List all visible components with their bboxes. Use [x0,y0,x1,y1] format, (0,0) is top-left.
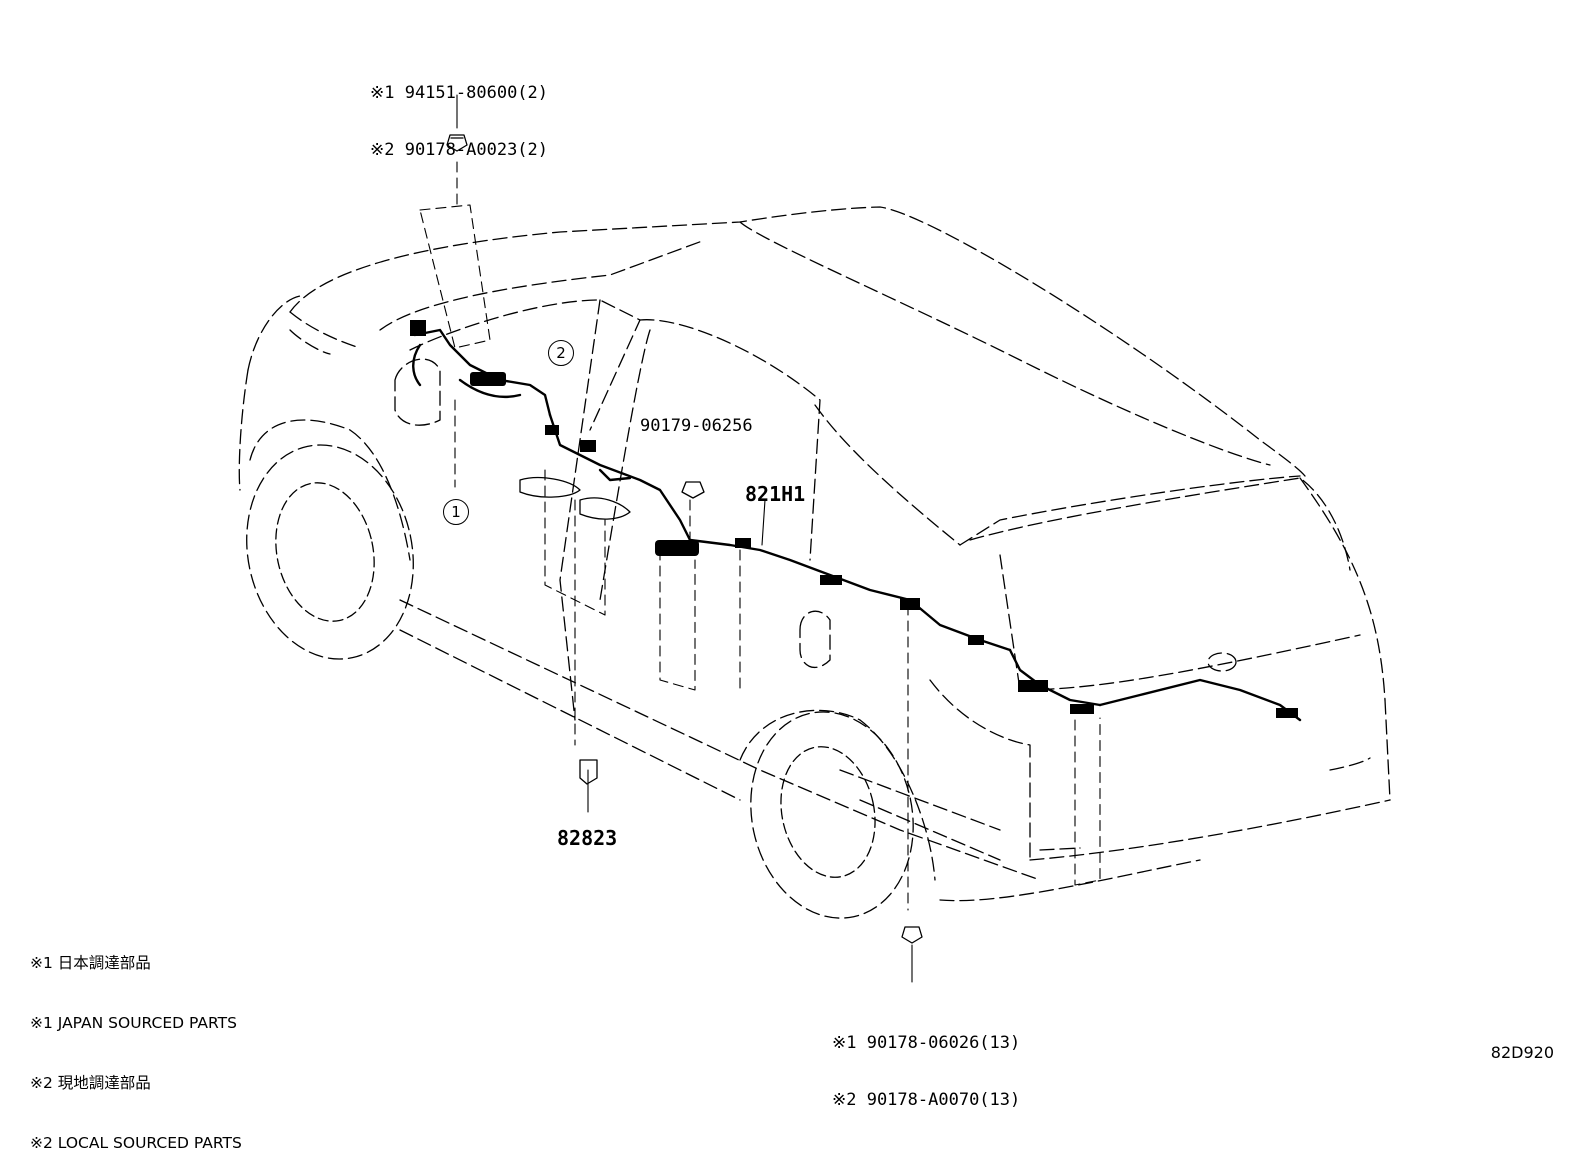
legend-line3: ※2 現地調達部品 [30,1074,151,1092]
vehicle-body-outline [238,206,1391,902]
rear-wheel [750,711,914,919]
top-clip-callout: ※1 94151-80600(2) ※2 90178-A0023(2) [370,46,548,179]
diagram-code: 82D920 [1490,1043,1554,1062]
bottom-clip-line2: ※2 90178-A0070(13) [832,1090,1021,1110]
bottom-clip-callout: ※1 90178-06026(13) ※2 90178-A0070(13) [832,996,1020,1129]
nut-clip [681,481,705,499]
legend-line1: ※1 日本調達部品 [30,954,151,972]
marker-one: 1 [443,499,469,525]
nut-callout: 90179-06256 [640,416,753,436]
wire-harness-821H1 [412,328,1302,722]
marker-two: 2 [548,340,574,366]
top-clip-line2: ※2 90178-A0023(2) [370,140,549,160]
top-clip-line1: ※1 94151-80600(2) [370,83,549,103]
legend-line2: ※1 JAPAN SOURCED PARTS [30,1014,237,1032]
front-wheel [246,444,414,660]
clip-bottom [901,926,923,944]
connector-82823 [579,759,598,785]
door-handles [519,477,631,520]
harness-connectors [410,320,1298,718]
legend: ※1 日本調達部品 ※1 JAPAN SOURCED PARTS ※2 現地調達… [30,913,242,1173]
bottom-clip-line1: ※1 90178-06026(13) [832,1033,1021,1053]
harness-callout: 821H1 [745,482,806,506]
clip-top [446,134,468,152]
connector-callout: 82823 [557,826,618,850]
vehicle-wiring-diagram [238,94,1391,983]
legend-line4: ※2 LOCAL SOURCED PARTS [30,1134,242,1152]
leader-lines [456,94,913,983]
locator-lines [419,161,1101,911]
